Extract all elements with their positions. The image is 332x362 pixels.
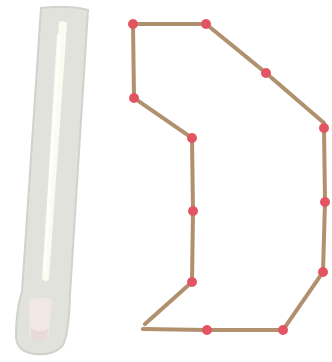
outline-segment[interactable]: [283, 272, 323, 330]
outline-segment[interactable]: [134, 98, 192, 138]
outline-lines: [133, 24, 325, 330]
outline-segment[interactable]: [133, 24, 134, 98]
chalk-tool[interactable]: [16, 7, 88, 354]
outline-point[interactable]: [278, 325, 288, 335]
outline-point[interactable]: [202, 325, 212, 335]
outline-points: [128, 19, 330, 335]
outline-point[interactable]: [187, 277, 197, 287]
outline-point[interactable]: [261, 68, 271, 78]
outline-segment[interactable]: [192, 211, 193, 282]
outline-segment[interactable]: [206, 24, 266, 73]
outline-segment[interactable]: [143, 329, 207, 330]
outline-segment[interactable]: [323, 202, 325, 272]
outline-point[interactable]: [320, 197, 330, 207]
outline-segment[interactable]: [266, 73, 324, 123]
outline-segment[interactable]: [145, 282, 192, 324]
outline-point[interactable]: [129, 93, 139, 103]
outline-segment[interactable]: [324, 128, 325, 202]
outline-point[interactable]: [128, 19, 138, 29]
outline-point[interactable]: [319, 123, 329, 133]
outline-segment[interactable]: [192, 138, 193, 211]
outline-point[interactable]: [187, 133, 197, 143]
outline-point[interactable]: [201, 19, 211, 29]
outline-point[interactable]: [318, 267, 328, 277]
outline-point[interactable]: [188, 206, 198, 216]
